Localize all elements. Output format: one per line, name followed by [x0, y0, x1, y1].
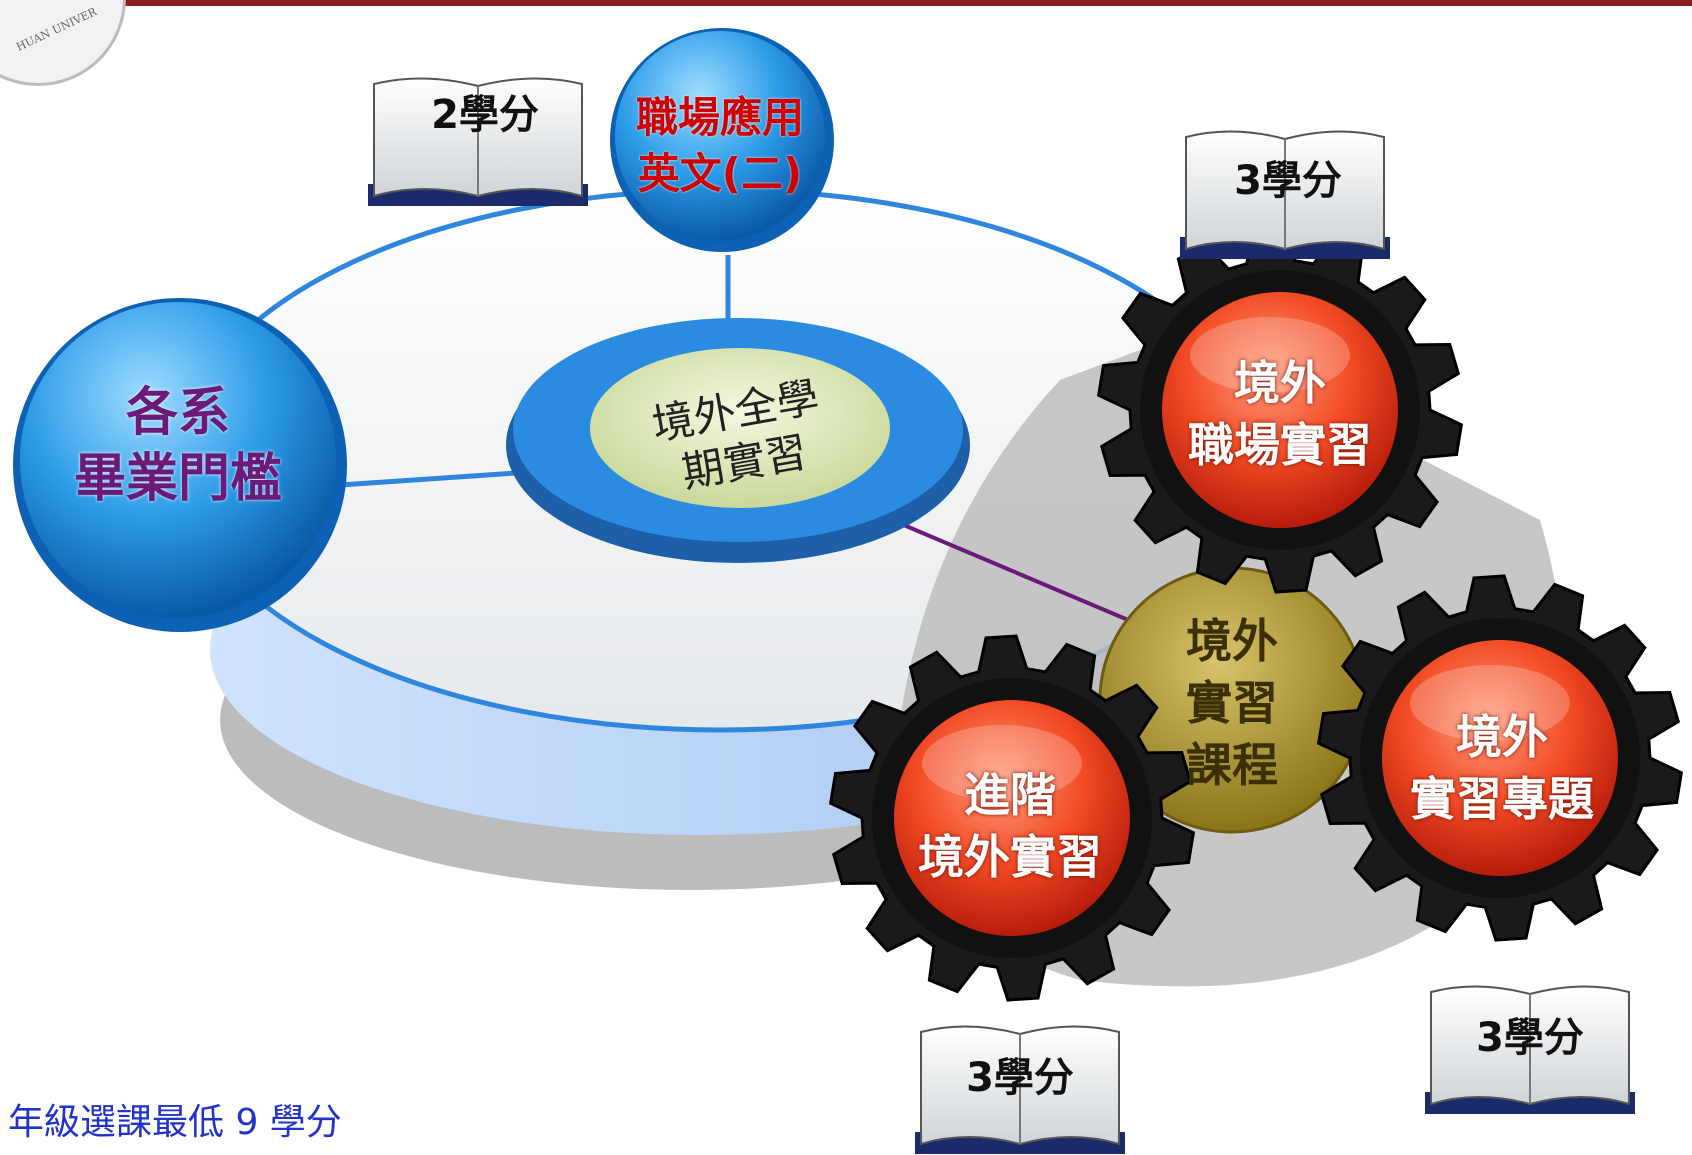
- gear-project-face: [1382, 640, 1618, 876]
- gear-workplace-face: [1162, 292, 1398, 528]
- book-icon-english: [368, 77, 588, 206]
- center-ring: [506, 318, 970, 563]
- book-project-page-right: [1529, 985, 1630, 1106]
- book-workplace-page-left: [1185, 130, 1286, 251]
- center-ring-inner: [590, 348, 890, 508]
- gear-advanced-face: [894, 700, 1130, 936]
- book-advanced-page-left: [920, 1025, 1021, 1146]
- gear-advanced-gloss: [922, 725, 1082, 801]
- graduation-circle: [20, 302, 336, 618]
- gear-workplace: [1096, 226, 1464, 594]
- gear-project: [1316, 574, 1684, 942]
- english-circle: [615, 31, 825, 241]
- gear-workplace-gloss: [1190, 317, 1350, 393]
- gear-advanced: [828, 634, 1196, 1002]
- book-english-page-left: [373, 77, 479, 198]
- book-advanced-page-right: [1019, 1025, 1120, 1146]
- top-border: [0, 0, 1692, 6]
- book-icon-project: [1425, 985, 1635, 1114]
- gear-project-gloss: [1410, 665, 1570, 741]
- book-icon-advanced: [915, 1025, 1125, 1154]
- connector-hub: [879, 513, 1141, 627]
- book-english-page-right: [477, 77, 583, 198]
- book-icon-workplace: [1180, 130, 1390, 259]
- footer-note: 年級選課最低 9 學分: [8, 1102, 342, 1143]
- book-workplace-page-right: [1284, 130, 1385, 251]
- book-project-page-left: [1430, 985, 1531, 1106]
